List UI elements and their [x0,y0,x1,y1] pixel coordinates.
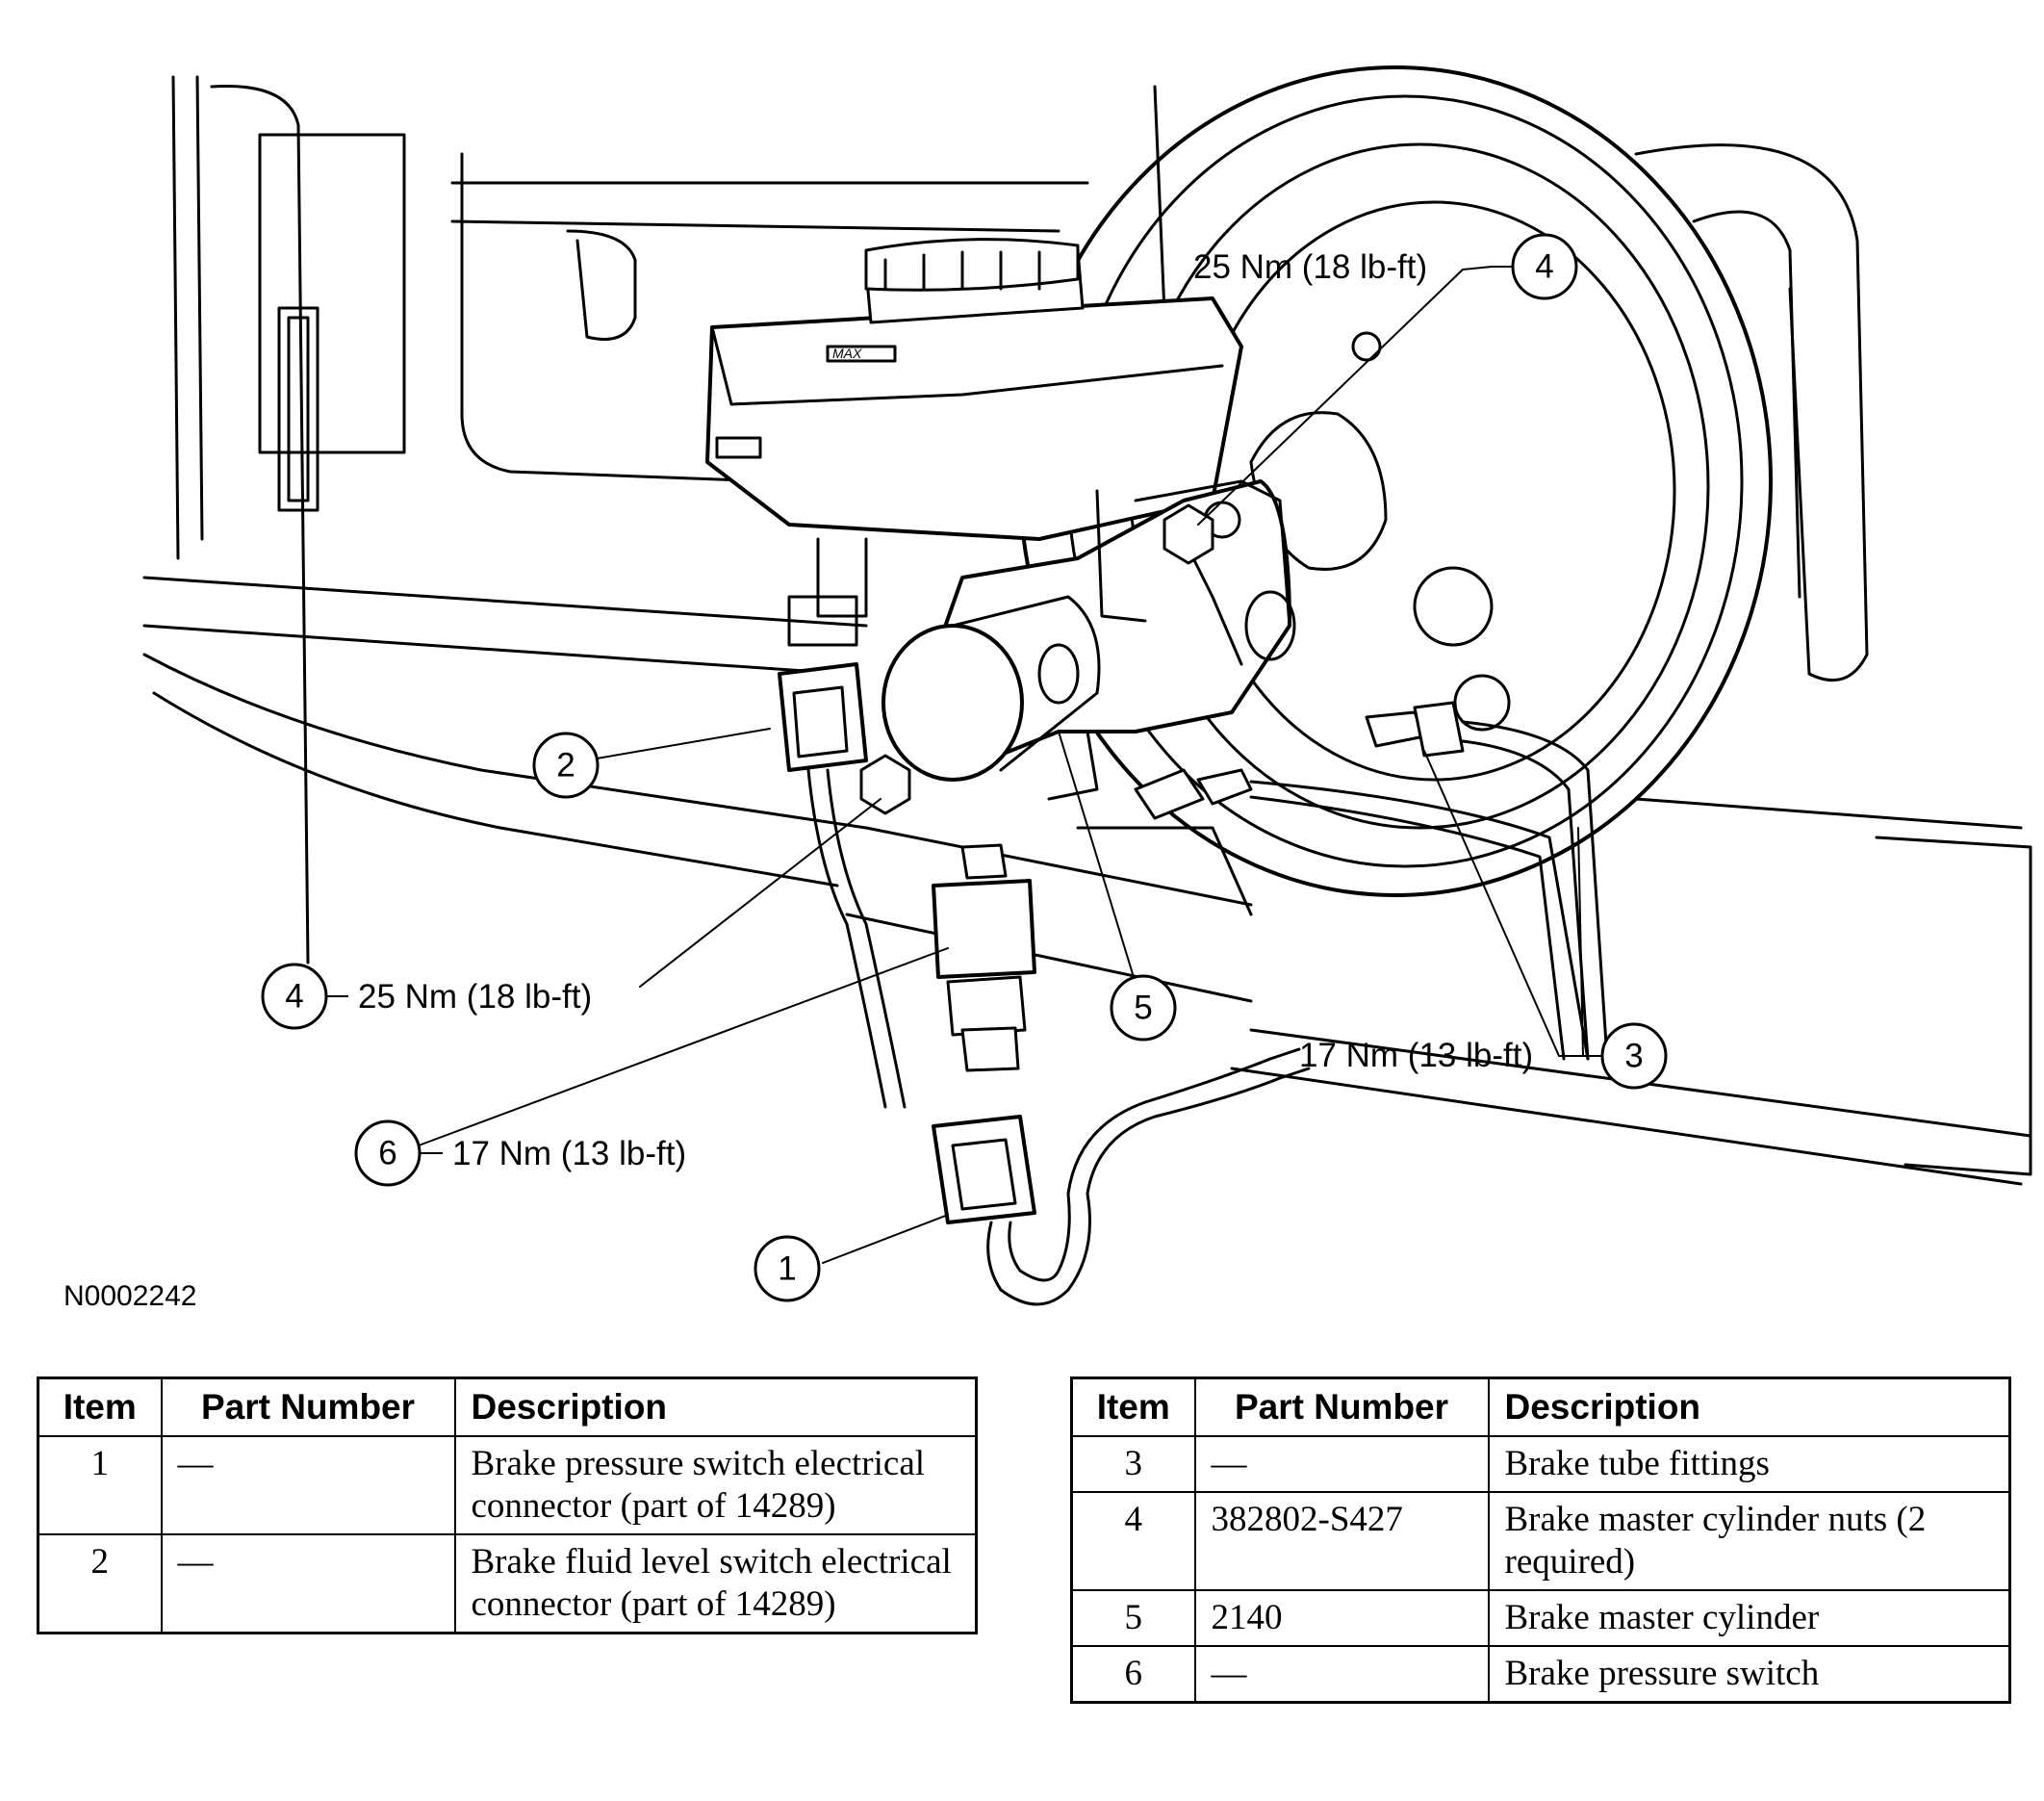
table-header-row: Item Part Number Description [37,1376,978,1437]
reservoir-max-mark: MAX [832,346,862,361]
cell-item: 1 [37,1435,163,1535]
callout-4-upper: 25 Nm (18 lb-ft) 4 [1193,233,1578,300]
header-part-number: Part Number [160,1376,456,1437]
callout-5-number: 5 [1134,990,1152,1027]
cell-description: Brake master cylinder nuts (2 required) [1487,1491,2011,1591]
cell-item: 5 [1070,1589,1196,1647]
fluid-level-connector [778,662,907,1109]
leader-lines [418,266,1584,1264]
brake-master-cylinder-illustration: MAX 1 2 17 Nm (13 lb-ft) 3 25 Nm (18 lb-… [142,65,2032,1306]
callout-3: 17 Nm (13 lb-ft) 3 [1299,1022,1668,1090]
table-row: 6 — Brake pressure switch [1070,1645,2011,1704]
cell-description: Brake tube fittings [1487,1435,2011,1493]
callout-4-upper-torque: 25 Nm (18 lb-ft) [1193,248,1427,286]
callout-1-number: 1 [778,1250,796,1288]
header-description: Description [1487,1376,2011,1437]
parts-legend-table-right: Item Part Number Description 3 — Brake t… [1070,1376,2011,1704]
cell-item: 2 [37,1533,163,1634]
callout-6-number: 6 [378,1135,396,1172]
table-row: 5 2140 Brake master cylinder [1070,1589,2011,1647]
reservoir [705,238,1243,541]
cell-item: 6 [1070,1645,1196,1704]
cell-part-number: — [1193,1645,1490,1704]
table-row: 2 — Brake fluid level switch electrical … [37,1533,978,1634]
cylinder-nut-upper [1163,503,1214,565]
cell-item: 3 [1070,1435,1196,1493]
callout-2: 2 [532,732,600,799]
cell-description: Brake master cylinder [1487,1589,2011,1647]
cell-part-number: 2140 [1193,1589,1490,1647]
cell-description: Brake pressure switch [1487,1645,2011,1704]
cell-part-number: 382802-S427 [1193,1491,1490,1591]
callout-6: 6 17 Nm (13 lb-ft) [354,1119,686,1187]
callout-3-torque: 17 Nm (13 lb-ft) [1299,1037,1533,1074]
figure-id: N0002242 [64,1280,197,1312]
table-row: 3 — Brake tube fittings [1070,1435,2011,1493]
callout-4-lower-torque: 25 Nm (18 lb-ft) [358,978,592,1016]
pressure-switch-connector [932,1047,1311,1306]
callout-1: 1 [754,1235,821,1302]
parts-legend-table-left: Item Part Number Description 1 — Brake p… [37,1376,978,1634]
cell-part-number: — [160,1435,456,1535]
cylinder-nut-lower [859,754,911,815]
cell-part-number: — [1193,1435,1490,1493]
callout-6-torque: 17 Nm (13 lb-ft) [452,1135,686,1172]
callout-4-lower: 4 25 Nm (18 lb-ft) [261,963,592,1030]
header-item: Item [37,1376,163,1437]
callout-2-number: 2 [556,747,575,785]
cell-description: Brake fluid level switch electrical conn… [453,1533,978,1634]
callout-5: 5 [1110,974,1177,1042]
cell-item: 4 [1070,1491,1196,1591]
cell-description: Brake pressure switch electrical connect… [453,1435,978,1535]
table-row: 1 — Brake pressure switch electrical con… [37,1435,978,1535]
header-description: Description [453,1376,978,1437]
callout-3-number: 3 [1624,1038,1643,1075]
cell-part-number: — [160,1533,456,1634]
table-row: 4 382802-S427 Brake master cylinder nuts… [1070,1491,2011,1591]
header-item: Item [1070,1376,1196,1437]
callout-4-lower-number: 4 [285,978,303,1016]
table-header-row: Item Part Number Description [1070,1376,2011,1437]
header-part-number: Part Number [1193,1376,1490,1437]
brake-tubes [1134,701,1609,1061]
brake-pressure-switch [932,843,1036,1072]
callout-4-upper-number: 4 [1535,248,1553,286]
